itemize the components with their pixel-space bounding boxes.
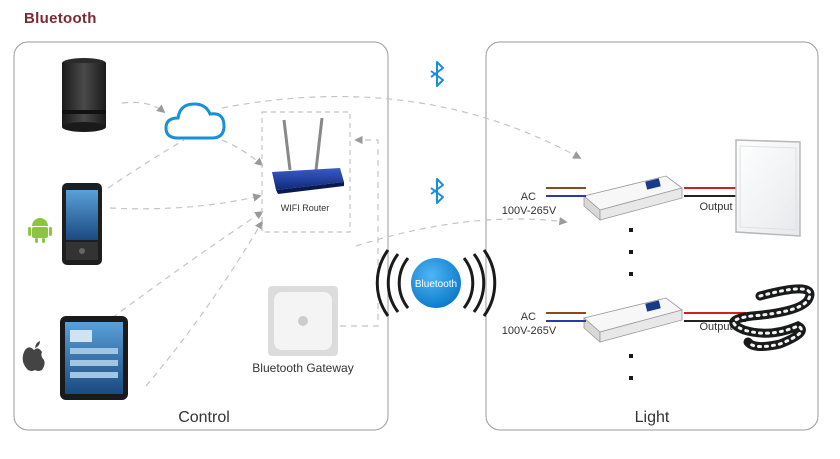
page-title: Bluetooth (24, 10, 97, 27)
led-driver-2 (583, 297, 683, 343)
ellipsis-dots (629, 354, 633, 380)
link-tablet-router (111, 211, 264, 319)
ellipsis-dots (629, 228, 633, 276)
wifi-router-icon (272, 117, 344, 194)
control-panel (13, 41, 389, 431)
driver1-voltage-label: 100V-265V (502, 205, 557, 217)
light-panel (485, 41, 819, 431)
bluetooth-icon (430, 61, 444, 87)
panel-light-icon (735, 139, 801, 237)
bluetooth-badge-label: Bluetooth (415, 279, 457, 290)
bluetooth-gateway-icon (268, 286, 338, 356)
bluetooth-icon (430, 178, 444, 204)
link-gateway-router (340, 135, 379, 327)
cloud-icon (164, 102, 226, 140)
driver2-output-label: Output (699, 321, 732, 333)
router-frame (261, 111, 351, 233)
smart-speaker-icon (62, 58, 106, 132)
link-phone-cloud (107, 139, 185, 189)
light-panel-label: Light (635, 409, 670, 426)
link-tablet-router-2 (145, 220, 263, 387)
apple-logo-icon (22, 341, 45, 371)
driver2-voltage-label: 100V-265V (502, 325, 557, 337)
android-phone-icon (62, 183, 102, 265)
driver2-ac-label: AC (521, 311, 536, 323)
led-strip-icon (729, 284, 815, 352)
router-label: WIFI Router (281, 203, 330, 213)
driver1-output-label: Output (699, 201, 732, 213)
link-router-driver1 (355, 217, 568, 247)
bluetooth-badge (411, 258, 461, 308)
link-cloud-router (221, 139, 264, 167)
link-phone-router (109, 193, 262, 210)
driver1-ac-label: AC (521, 191, 536, 203)
link-cloud-driver1 (221, 95, 582, 159)
gateway-label: Bluetooth Gateway (252, 361, 353, 375)
led-driver-1 (583, 175, 683, 221)
android-logo-icon (28, 218, 52, 243)
bluetooth-waves-icon (375, 249, 497, 317)
tablet-icon (60, 316, 128, 400)
control-panel-label: Control (178, 409, 230, 426)
link-speaker-cloud (121, 101, 166, 114)
